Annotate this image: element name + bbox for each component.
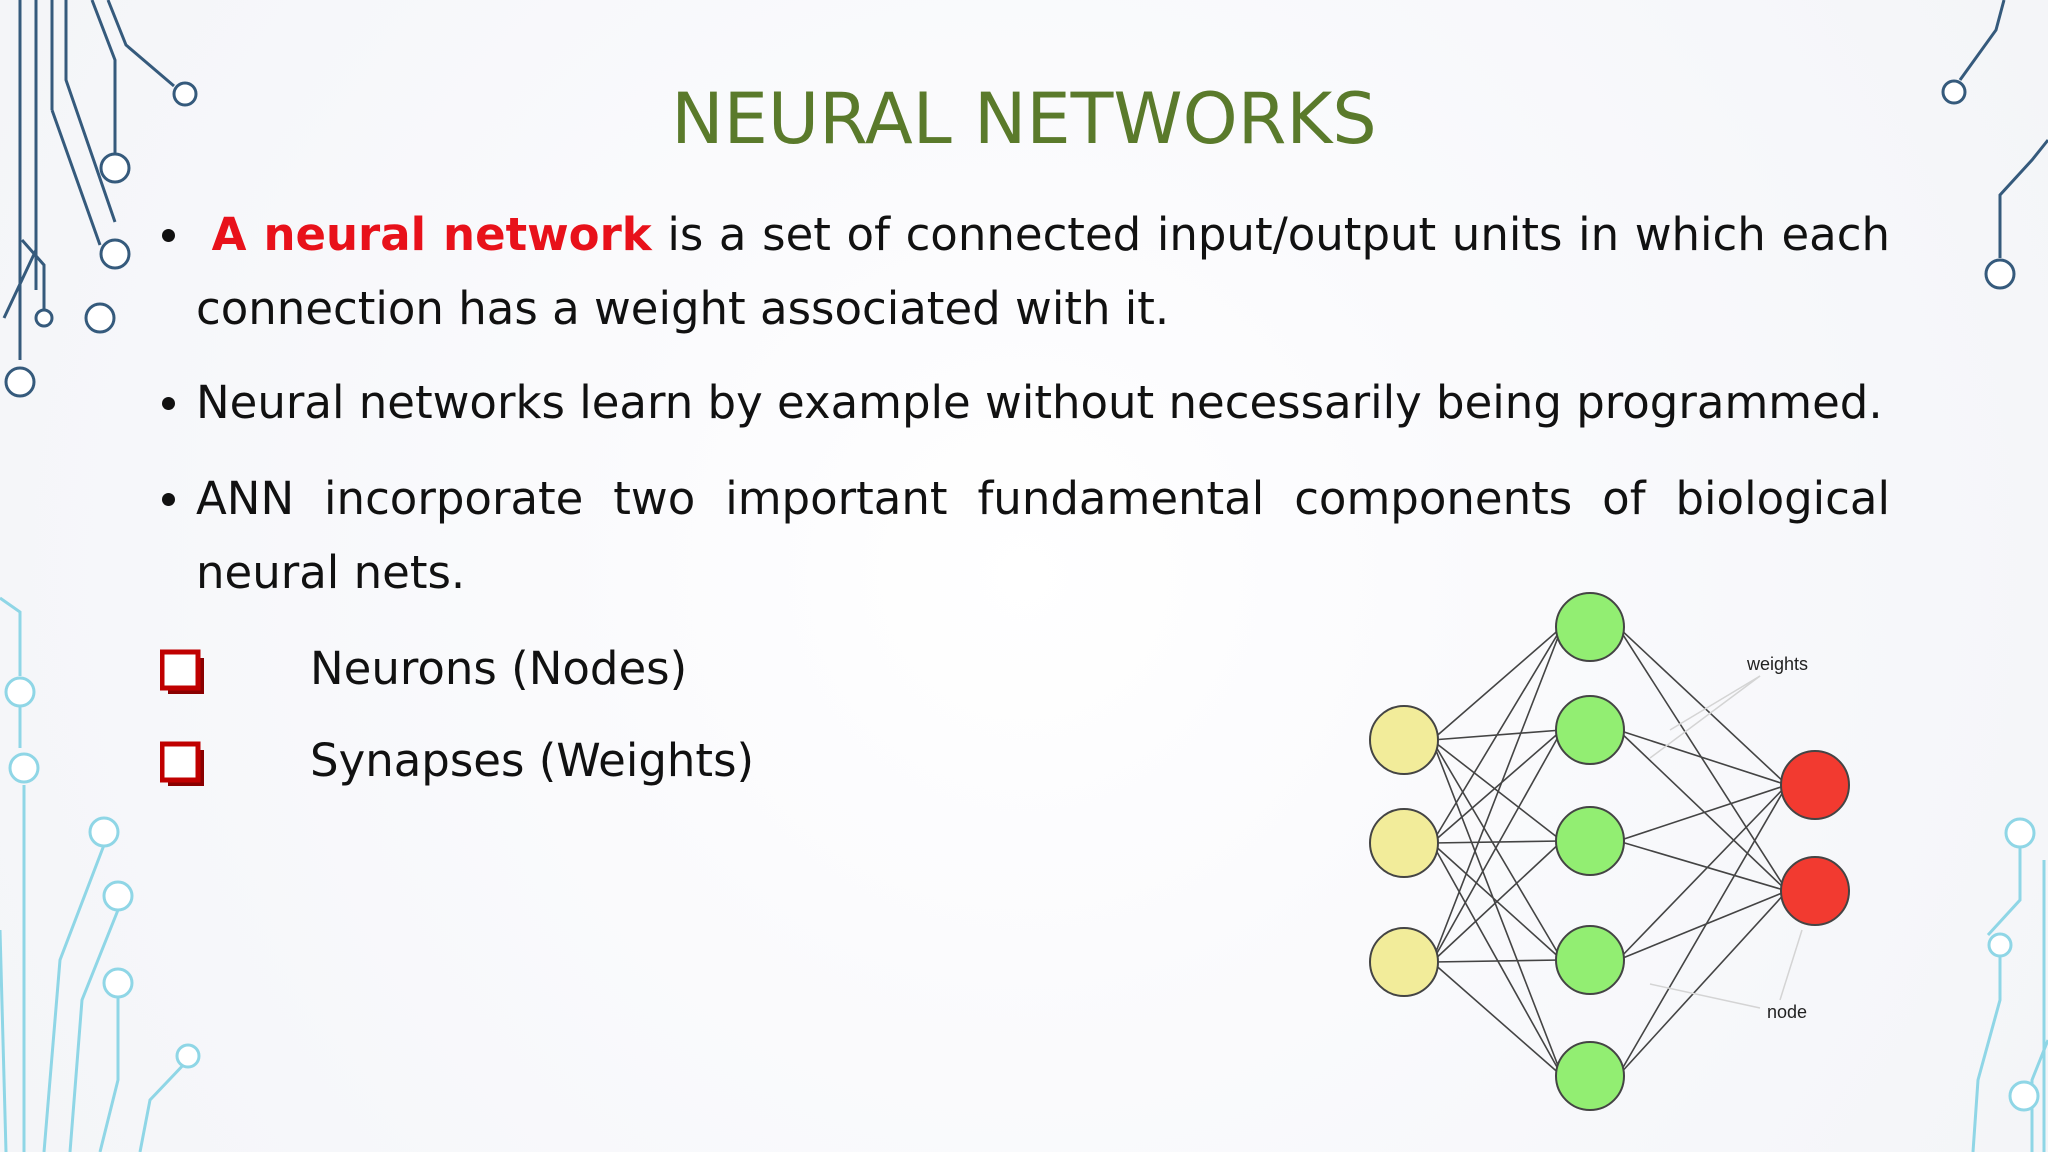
weight-edge	[1431, 626, 1563, 963]
label-pointers	[1649, 675, 1803, 1009]
input-node	[1369, 808, 1439, 878]
network-nodes	[1369, 592, 1850, 1111]
input-node	[1369, 927, 1439, 997]
weight-edge	[1431, 840, 1563, 844]
weight-edge	[1617, 784, 1788, 961]
weight-edge	[1617, 729, 1788, 892]
hidden-node	[1555, 1041, 1625, 1111]
weight-edge	[1431, 842, 1563, 1077]
label-pointer-line	[1779, 929, 1803, 1001]
weight-edge	[1617, 784, 1788, 1077]
slide-title: NEURAL NETWORKS	[671, 78, 1377, 160]
hidden-node	[1555, 925, 1625, 995]
weight-edge	[1431, 739, 1563, 961]
label-pointer-line	[1669, 675, 1761, 731]
network-edges	[1431, 626, 1788, 1077]
output-node	[1780, 750, 1850, 820]
weight-edge	[1431, 840, 1563, 963]
checkbox-icon	[160, 741, 204, 786]
bullet-text: A neural network is a set of connected i…	[196, 208, 1890, 335]
input-node	[1369, 705, 1439, 775]
circuit-decoration-right	[1941, 0, 2048, 1152]
weight-edge	[1431, 729, 1563, 963]
bullet-item: Neural networks learn by example without…	[160, 366, 1890, 440]
weight-edge	[1431, 961, 1563, 1077]
weight-edge	[1617, 626, 1788, 786]
weight-edge	[1617, 890, 1788, 961]
label-pointer-line	[1649, 675, 1761, 759]
bullet-text: ANN incorporate two important fundamenta…	[196, 472, 1890, 599]
weight-edge	[1617, 890, 1788, 1077]
bullet-item: ANN incorporate two important fundamenta…	[160, 462, 1890, 610]
checklist-label: Synapses (Weights)	[310, 734, 755, 787]
hidden-node	[1555, 592, 1625, 662]
bullet-item: A neural network is a set of connected i…	[160, 198, 1890, 346]
circuit-decoration-left	[0, 0, 201, 1152]
weights-label: weights	[1746, 654, 1808, 674]
checklist-label: Neurons (Nodes)	[310, 642, 688, 695]
output-node	[1780, 856, 1850, 926]
hidden-node	[1555, 695, 1625, 765]
bullet-text: Neural networks learn by example without…	[196, 376, 1883, 429]
weight-edge	[1617, 626, 1788, 892]
weight-edge	[1431, 626, 1563, 741]
hidden-node	[1555, 806, 1625, 876]
label-pointer-line	[1649, 983, 1761, 1009]
weight-edge	[1617, 840, 1788, 892]
node-label: node	[1767, 1002, 1807, 1022]
weight-edge	[1431, 626, 1563, 844]
weight-edge	[1431, 739, 1563, 1077]
weight-edge	[1431, 729, 1563, 844]
checkbox-icon	[160, 649, 204, 694]
weight-edge	[1617, 784, 1788, 842]
neural-network-diagram: weights node	[1369, 592, 1850, 1111]
weight-edge	[1617, 729, 1788, 786]
weight-edge	[1431, 959, 1563, 963]
bullet-emphasis: A neural network	[211, 208, 652, 261]
weight-edge	[1431, 739, 1563, 842]
